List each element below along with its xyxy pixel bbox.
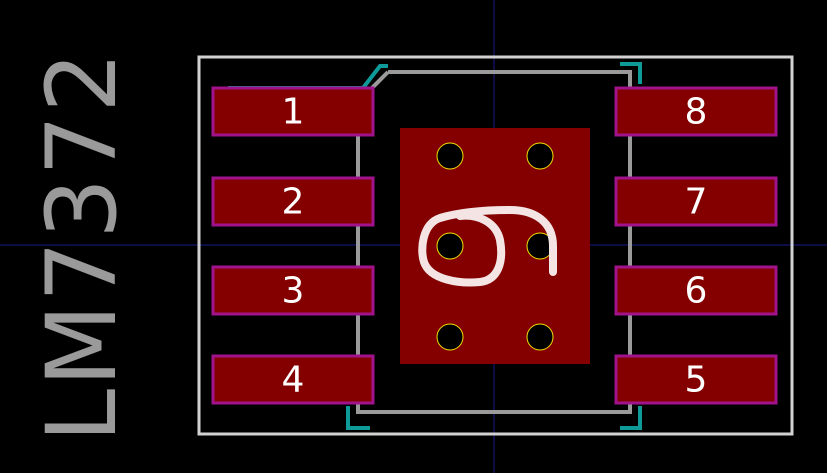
- via[interactable]: [436, 232, 464, 260]
- pad-3-label: 3: [282, 271, 305, 312]
- pad-4-label: 4: [282, 360, 305, 401]
- silkscreen-top-right: [620, 62, 642, 84]
- pad-4[interactable]: [211, 354, 375, 405]
- pad-group-left: 1 2 3 4: [211, 86, 375, 405]
- pad-1[interactable]: [211, 86, 375, 137]
- reference-designator[interactable]: LM7372: [26, 50, 138, 443]
- spiral-logo-icon: [418, 206, 557, 287]
- pad-6[interactable]: [614, 265, 778, 316]
- via[interactable]: [436, 142, 464, 170]
- pad-7[interactable]: [614, 176, 778, 227]
- thermal-pad[interactable]: [400, 128, 590, 364]
- via[interactable]: [436, 323, 464, 351]
- pad-8-label: 8: [685, 92, 708, 133]
- silkscreen-bottom-left: [346, 406, 370, 430]
- pad-2-label: 2: [282, 182, 305, 223]
- silkscreen-pin1-marker: [228, 64, 388, 90]
- pad-5-label: 5: [685, 360, 708, 401]
- pad-5[interactable]: [614, 354, 778, 405]
- silkscreen-bottom-right: [620, 406, 642, 430]
- pad-group-right: 8 7 6 5: [614, 86, 778, 405]
- pad-6-label: 6: [685, 271, 708, 312]
- via[interactable]: [526, 323, 554, 351]
- pad-2[interactable]: [211, 176, 375, 227]
- pad-3[interactable]: [211, 265, 375, 316]
- pad-7-label: 7: [685, 182, 708, 223]
- via[interactable]: [526, 142, 554, 170]
- courtyard-outline: [197, 55, 794, 436]
- pad-1-label: 1: [282, 92, 305, 133]
- pad-8[interactable]: [614, 86, 778, 137]
- thermal-vias: [436, 142, 554, 351]
